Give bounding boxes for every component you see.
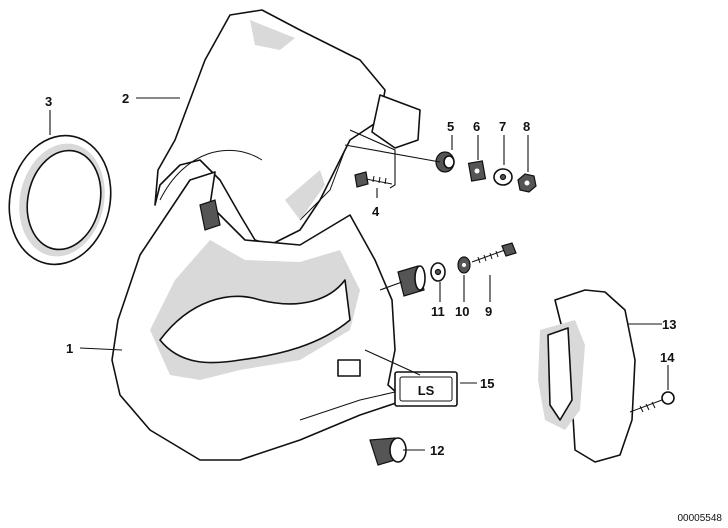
callout-9: 9 xyxy=(485,304,492,319)
callout-11: 11 xyxy=(431,304,445,319)
part-10-washer xyxy=(457,256,471,274)
callout-10: 10 xyxy=(455,304,469,319)
part-7-washer xyxy=(493,168,513,186)
part-14-screw xyxy=(629,391,675,413)
part-9-bolt xyxy=(471,242,517,264)
callout-12: 12 xyxy=(430,443,444,458)
document-id: 00005548 xyxy=(677,513,723,524)
callout-14: 14 xyxy=(660,350,675,365)
callout-6: 6 xyxy=(473,119,480,134)
emblem-text: LS xyxy=(418,383,435,398)
callout-13: 13 xyxy=(662,317,676,332)
part-5-grommet xyxy=(435,151,455,173)
leader-lines xyxy=(49,97,669,451)
callout-8: 8 xyxy=(523,119,530,134)
part-11-rubber-mount xyxy=(397,262,446,297)
callout-7: 7 xyxy=(499,119,506,134)
part-1-lower-fairing xyxy=(111,171,406,461)
part-3-headlight-ring xyxy=(8,134,112,266)
part-4-bolt xyxy=(354,171,393,188)
part-2-upper-fairing xyxy=(154,9,421,246)
part-15-emblem: LS xyxy=(394,371,458,407)
callout-5: 5 xyxy=(447,119,454,134)
part-6-clip-nut xyxy=(467,160,487,182)
callout-3: 3 xyxy=(45,94,52,109)
callout-4: 4 xyxy=(372,204,380,219)
callout-1: 1 xyxy=(66,341,73,356)
part-12-rubber-buffer xyxy=(369,437,407,466)
part-8-nut xyxy=(517,173,537,193)
callout-2: 2 xyxy=(122,91,129,106)
callout-15: 15 xyxy=(480,376,494,391)
part-13-side-panel xyxy=(538,289,636,463)
